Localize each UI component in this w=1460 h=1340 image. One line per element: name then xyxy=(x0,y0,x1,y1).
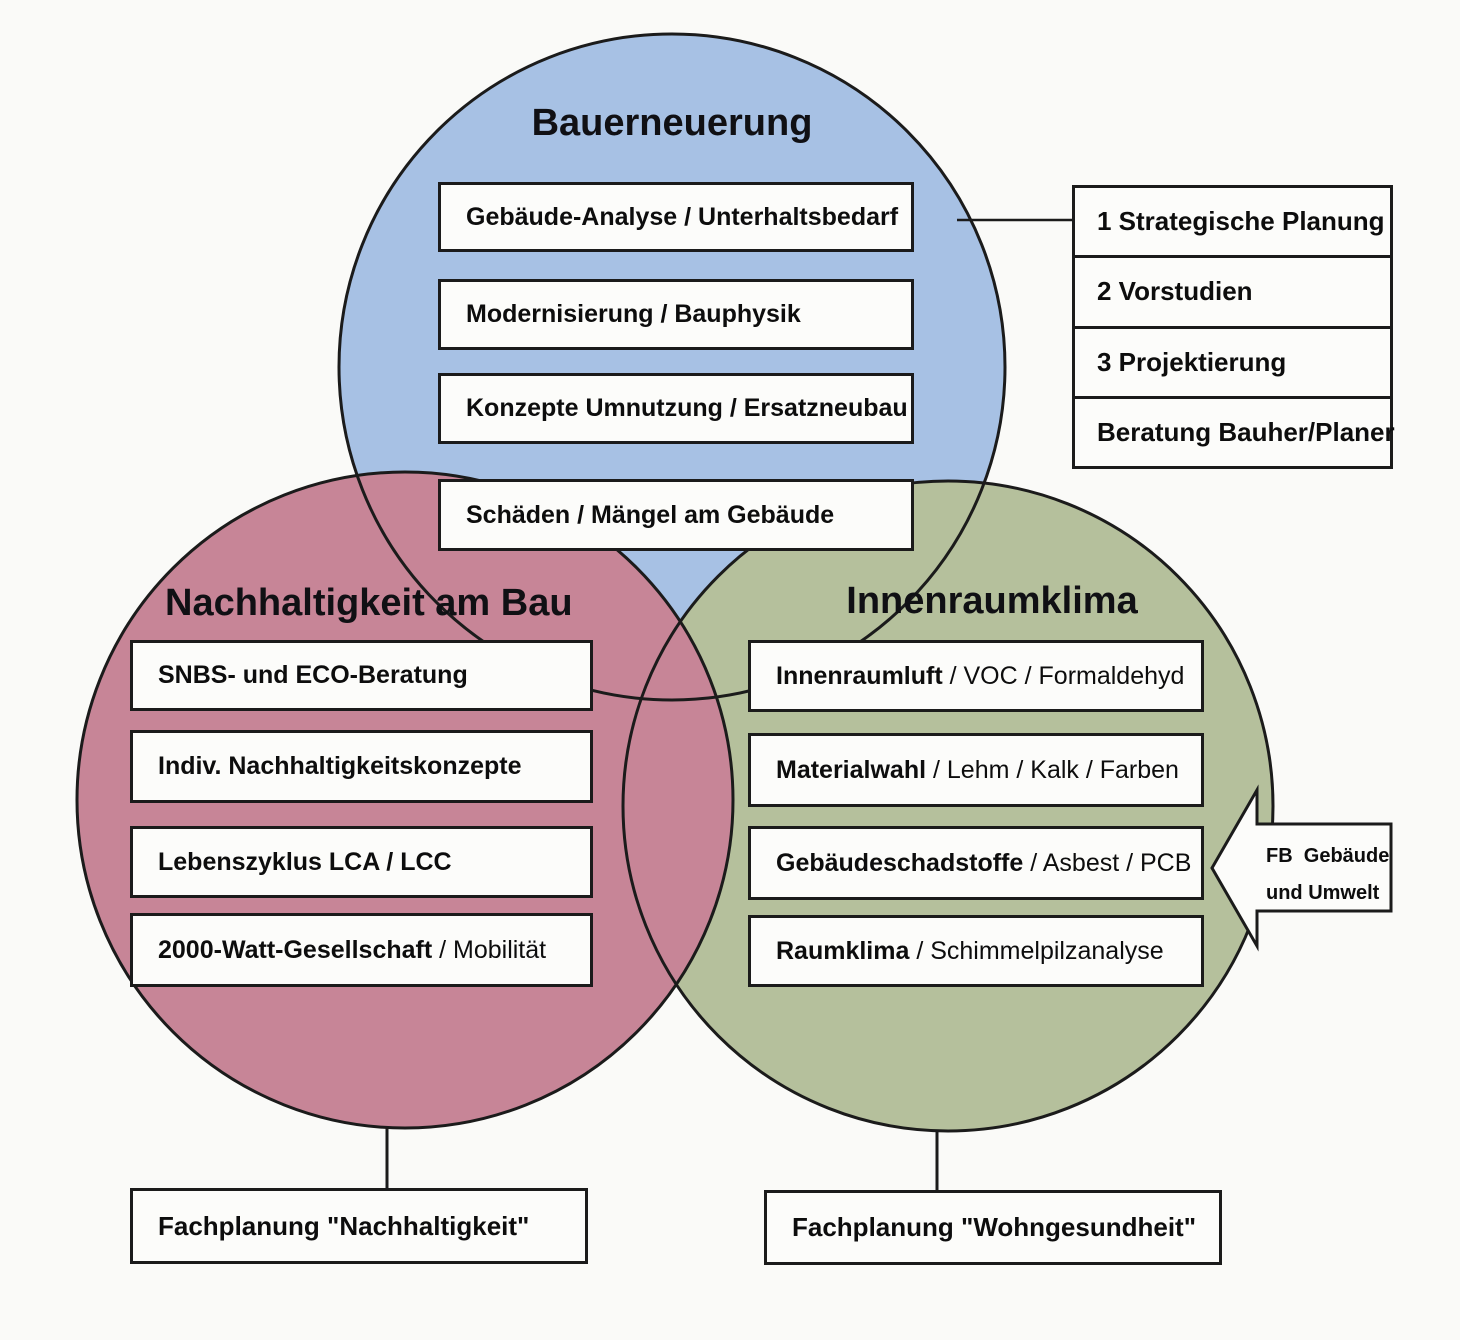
indoor-item-box: Gebäudeschadstoffe / Asbest / PCB xyxy=(748,826,1204,900)
item-text-bold: SNBS- und ECO-Beratung xyxy=(158,661,468,689)
phase-list: 1 Strategische Planung 2 Vorstudien 3 Pr… xyxy=(1072,185,1395,469)
indoor-item-box: Innenraumluft / VOC / Formaldehyd xyxy=(748,640,1204,712)
item-text-bold: Gebäudeschadstoffe xyxy=(776,848,1024,877)
item-text-bold: Raumklima xyxy=(776,936,910,965)
sustainability-item-box: Indiv. Nachhaltigkeitskonzepte xyxy=(130,730,593,803)
item-text-bold: Modernisierung / Bauphysik xyxy=(466,300,801,328)
sustainability-item-box: SNBS- und ECO-Beratung xyxy=(130,640,593,711)
phase-row: Beratung Bauher/Planer xyxy=(1075,395,1395,466)
renovation-item-box: Konzepte Umnutzung / Ersatzneubau xyxy=(438,373,914,444)
sustainability-item-box: 2000-Watt-Gesellschaft / Mobilität xyxy=(130,913,593,987)
item-text-bold: Gebäude-Analyse / Unterhaltsbedarf xyxy=(466,202,899,231)
fb-arrow-label-line2: und Umwelt xyxy=(1266,882,1380,904)
item-text-rest: / VOC / Formaldehyd xyxy=(942,661,1185,690)
indoor-climate-circle-outline xyxy=(621,479,1275,1133)
item-text-bold: Schäden / Mängel am Gebäude xyxy=(466,500,835,529)
renovation-item-box: Gebäude-Analyse / Unterhaltsbedarf xyxy=(438,182,914,252)
indoor-footer-box: Fachplanung "Wohngesundheit" xyxy=(764,1190,1222,1265)
fb-arrow-label-line1: FB Gebäude xyxy=(1266,845,1390,867)
renovation-item-box: Schäden / Mängel am Gebäude xyxy=(438,479,914,551)
phase-row: 2 Vorstudien xyxy=(1075,255,1390,325)
indoor-item-box: Materialwahl / Lehm / Kalk / Farben xyxy=(748,733,1204,807)
item-text-bold: Innenraumluft xyxy=(776,661,943,690)
indoor-climate-title: Innenraumklima xyxy=(846,580,1138,622)
item-text-rest: / Mobilität xyxy=(432,935,547,964)
sustainability-circle-outline xyxy=(75,470,735,1130)
indoor-item-box: Raumklima / Schimmelpilzanalyse xyxy=(748,915,1204,987)
item-text-bold: Konzepte Umnutzung / Ersatzneubau xyxy=(466,394,908,422)
item-text-rest: / Lehm / Kalk / Farben xyxy=(926,755,1179,784)
sustainability-item-box: Lebenszyklus LCA / LCC xyxy=(130,826,593,898)
sustainability-title: Nachhaltigkeit am Bau xyxy=(165,582,573,624)
phase-row: 3 Projektierung xyxy=(1075,325,1390,396)
item-text-rest: / Asbest / PCB xyxy=(1023,848,1192,877)
item-text-bold: Materialwahl xyxy=(776,755,927,784)
item-text-rest: / Schimmelpilzanalyse xyxy=(909,936,1164,965)
fb-arrow-label: FB Gebäude und Umwelt xyxy=(1266,838,1396,912)
item-text-bold: Indiv. Nachhaltigkeitskonzepte xyxy=(158,752,522,780)
renovation-circle-outline xyxy=(337,32,1007,702)
renovation-item-box: Modernisierung / Bauphysik xyxy=(438,279,914,350)
phase-row: 1 Strategische Planung xyxy=(1097,206,1385,237)
renovation-title: Bauerneuerung xyxy=(531,102,813,144)
item-text-bold: 2000-Watt-Gesellschaft xyxy=(158,935,433,964)
item-text-bold: Lebenszyklus LCA / LCC xyxy=(158,847,452,876)
sustainability-footer-box: Fachplanung "Nachhaltigkeit" xyxy=(130,1188,588,1264)
fb-arrow xyxy=(1210,784,1393,952)
